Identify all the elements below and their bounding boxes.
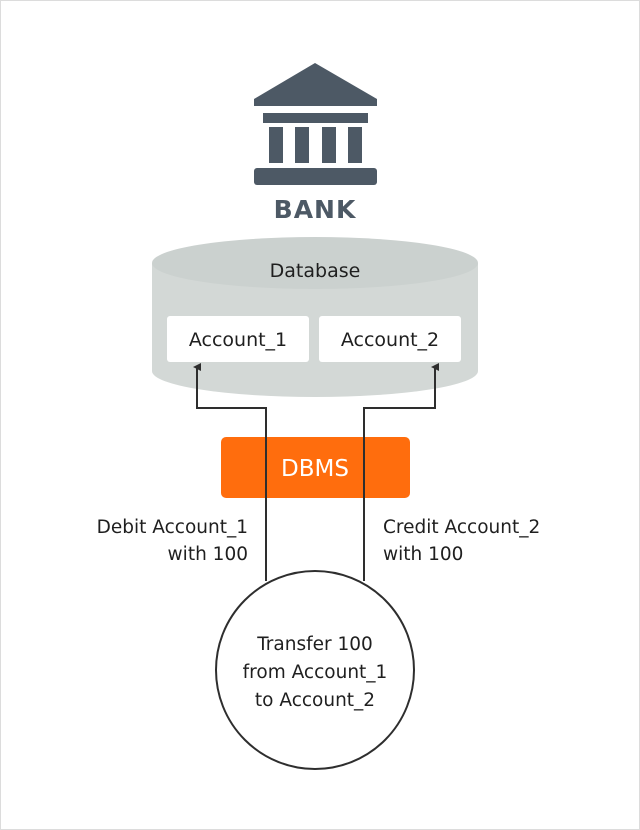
debit-operation-label: Debit Account_1 with 100 [97,517,248,565]
bank-column-1 [269,127,283,163]
bank-beam [263,113,368,123]
debit-line-2: with 100 [168,544,248,565]
bank-base [254,168,377,185]
bank-column-3 [322,127,336,163]
database-body [152,263,478,397]
debit-arrow [193,363,267,581]
account-2-label: Account_2 [341,329,439,351]
bank-label: BANK [274,195,357,224]
bank-roof [254,63,377,106]
credit-line-2: with 100 [383,544,463,565]
transaction-line-1: Transfer 100 [256,634,373,655]
account-2-box [319,316,461,362]
bank-column-4 [348,127,362,163]
transaction-circle [215,570,415,770]
transaction-line-2: from Account_1 [243,662,388,683]
dbms-box [221,437,410,498]
debit-line-1: Debit Account_1 [97,517,248,538]
database-cylinder [152,237,478,397]
account-1-box [167,316,309,362]
database-top [152,237,478,289]
bank-column-2 [295,127,309,163]
dbms-label: DBMS [281,456,349,482]
account-1-label: Account_1 [189,329,287,351]
database-title: Database [270,260,361,282]
transaction-line-3: to Account_2 [255,690,375,711]
credit-operation-label: Credit Account_2 with 100 [383,517,540,565]
credit-line-1: Credit Account_2 [383,517,540,538]
bank-building-icon [254,63,377,185]
credit-arrow [363,363,439,581]
